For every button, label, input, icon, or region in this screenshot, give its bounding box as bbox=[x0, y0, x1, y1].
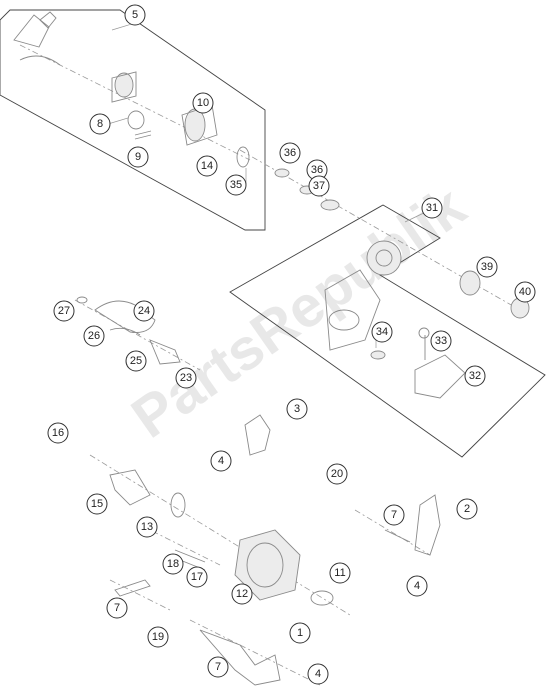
svg-text:15: 15 bbox=[91, 498, 103, 510]
callout-35: 35 bbox=[225, 174, 247, 196]
callout-36-a: 36 bbox=[279, 142, 301, 164]
svg-text:36: 36 bbox=[311, 164, 323, 176]
svg-text:4: 4 bbox=[315, 668, 321, 680]
svg-text:7: 7 bbox=[391, 509, 397, 521]
svg-text:18: 18 bbox=[167, 558, 179, 570]
callout-11: 11 bbox=[329, 562, 351, 584]
callout-25: 25 bbox=[125, 350, 147, 372]
callout-1: 1 bbox=[289, 622, 311, 644]
callout-37: 37 bbox=[308, 175, 330, 197]
svg-text:13: 13 bbox=[141, 521, 153, 533]
callout-5: 5 bbox=[124, 4, 146, 26]
svg-text:23: 23 bbox=[180, 372, 192, 384]
svg-text:20: 20 bbox=[331, 468, 343, 480]
callout-7-c: 7 bbox=[207, 656, 229, 678]
axis-spring-lower bbox=[109, 579, 171, 611]
svg-text:33: 33 bbox=[435, 335, 447, 347]
callout-24: 24 bbox=[133, 300, 155, 322]
svg-text:9: 9 bbox=[135, 151, 141, 163]
callout-12: 12 bbox=[231, 583, 253, 605]
axis-right-fork bbox=[354, 509, 431, 556]
svg-text:5: 5 bbox=[132, 9, 138, 21]
svg-text:4: 4 bbox=[218, 455, 224, 467]
svg-text:24: 24 bbox=[138, 305, 150, 317]
group-frame-gearbox-housing bbox=[229, 204, 546, 458]
svg-text:36: 36 bbox=[284, 147, 296, 159]
callout-20: 20 bbox=[326, 463, 348, 485]
callout-9: 9 bbox=[127, 146, 149, 168]
svg-text:16: 16 bbox=[52, 427, 64, 439]
svg-text:12: 12 bbox=[236, 588, 248, 600]
svg-text:34: 34 bbox=[376, 326, 388, 338]
gearbox-housing-parts bbox=[324, 240, 530, 399]
svg-text:25: 25 bbox=[130, 355, 142, 367]
svg-text:31: 31 bbox=[426, 202, 438, 214]
callout-16: 16 bbox=[47, 422, 69, 444]
svg-text:39: 39 bbox=[481, 261, 493, 273]
callout-31: 31 bbox=[421, 197, 443, 219]
svg-text:40: 40 bbox=[519, 286, 531, 298]
callout-7-b: 7 bbox=[106, 597, 128, 619]
callout-15: 15 bbox=[86, 493, 108, 515]
svg-text:37: 37 bbox=[313, 180, 325, 192]
svg-text:35: 35 bbox=[230, 179, 242, 191]
axis-shift-drum bbox=[89, 454, 351, 616]
callout-36-b: 36 bbox=[306, 159, 328, 181]
svg-text:7: 7 bbox=[215, 661, 221, 673]
callout-34: 34 bbox=[371, 321, 393, 343]
svg-text:10: 10 bbox=[197, 97, 209, 109]
svg-text:14: 14 bbox=[201, 160, 213, 172]
callout-2: 2 bbox=[456, 498, 478, 520]
callout-33: 33 bbox=[430, 330, 452, 352]
shift-drum-parts bbox=[109, 414, 441, 686]
svg-text:19: 19 bbox=[152, 631, 164, 643]
callout-10: 10 bbox=[192, 92, 214, 114]
callout-39: 39 bbox=[476, 256, 498, 278]
callout-13: 13 bbox=[136, 516, 158, 538]
selector-parts bbox=[76, 296, 181, 365]
axis-selector bbox=[74, 299, 201, 371]
callout-23: 23 bbox=[175, 367, 197, 389]
callout-14: 14 bbox=[196, 155, 218, 177]
svg-text:17: 17 bbox=[191, 571, 203, 583]
callout-7-a: 7 bbox=[383, 504, 405, 526]
callout-26: 26 bbox=[83, 325, 105, 347]
svg-text:7: 7 bbox=[114, 602, 120, 614]
callout-4-a: 4 bbox=[210, 450, 232, 472]
group-frame-upper bbox=[0, 9, 266, 231]
callout-4-b: 4 bbox=[406, 575, 428, 597]
svg-text:27: 27 bbox=[58, 305, 70, 317]
axis-upper bbox=[19, 44, 251, 161]
callout-3: 3 bbox=[286, 398, 308, 420]
axis-bottom bbox=[189, 619, 321, 686]
svg-text:32: 32 bbox=[469, 370, 481, 382]
svg-text:1: 1 bbox=[297, 627, 303, 639]
svg-text:11: 11 bbox=[334, 567, 345, 579]
callout-27: 27 bbox=[53, 300, 75, 322]
svg-text:2: 2 bbox=[464, 503, 470, 515]
callout-4-c: 4 bbox=[307, 663, 329, 685]
svg-text:8: 8 bbox=[97, 118, 103, 130]
callout-40: 40 bbox=[514, 281, 536, 303]
callout-32: 32 bbox=[464, 365, 486, 387]
callout-19: 19 bbox=[147, 626, 169, 648]
callout-17: 17 bbox=[186, 566, 208, 588]
callout-8: 8 bbox=[89, 113, 111, 135]
washer-stack bbox=[274, 168, 340, 211]
svg-text:3: 3 bbox=[294, 403, 300, 415]
upper-shaft-parts bbox=[13, 11, 250, 168]
svg-text:26: 26 bbox=[88, 330, 100, 342]
svg-text:4: 4 bbox=[414, 580, 420, 592]
callout-18: 18 bbox=[162, 553, 184, 575]
